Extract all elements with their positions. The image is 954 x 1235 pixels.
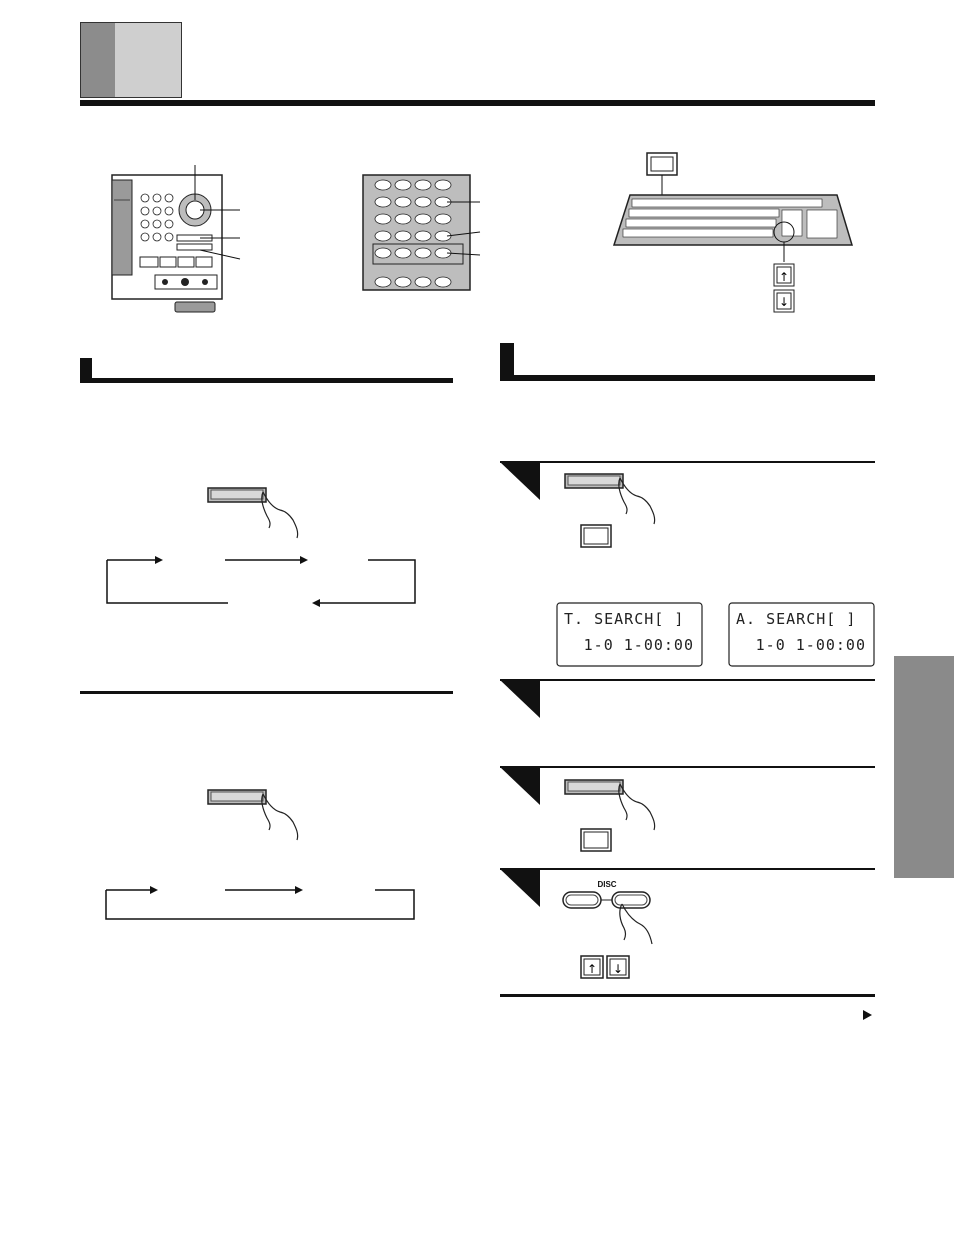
sub-divider — [80, 691, 453, 694]
step-rule — [500, 679, 875, 681]
display-line1: A. SEARCH[ ] — [736, 610, 856, 628]
heading-marker — [500, 343, 514, 379]
hand-press-icon — [564, 473, 656, 525]
cycle-diagram-1 — [106, 556, 416, 607]
step-rule — [500, 461, 875, 463]
step-marker-2 — [500, 680, 540, 718]
svg-text:↓: ↓ — [613, 962, 623, 976]
svg-text:↑: ↑ — [587, 962, 597, 976]
keyboard-key-icon — [580, 828, 612, 852]
bottom-rule — [500, 994, 875, 997]
left-section-heading — [80, 358, 453, 384]
right-section-heading — [500, 343, 875, 383]
keyboard-icon: ↑ ↓ — [612, 152, 854, 313]
svg-text:↑: ↑ — [779, 270, 789, 284]
display-line1: T. SEARCH[ ] — [564, 610, 684, 628]
display-line2: 1-0 1-00:00 — [584, 636, 694, 654]
heading-rule — [500, 375, 875, 381]
step-marker-4 — [500, 869, 540, 907]
display-line2: 1-0 1-00:00 — [756, 636, 866, 654]
hand-press-icon — [207, 789, 299, 841]
svg-text:↓: ↓ — [779, 295, 789, 309]
disc-label: DISC — [597, 880, 616, 889]
display-track-search: T. SEARCH[ ] 1-0 1-00:00 — [556, 602, 703, 667]
front-panel-illustration — [111, 165, 241, 313]
up-arrow-key-icon: ↑ — [580, 955, 604, 979]
heading-rule — [80, 378, 453, 383]
heading-marker — [80, 358, 92, 378]
side-tab — [894, 656, 954, 878]
step-marker-1 — [500, 462, 540, 500]
chapter-tab-dark — [81, 23, 115, 97]
keyboard-key-icon — [580, 524, 612, 548]
remote-illustration — [362, 174, 481, 291]
step-rule — [500, 868, 875, 870]
disc-button-pair-icon: DISC — [562, 880, 653, 945]
continue-arrow-icon — [863, 1010, 872, 1020]
hand-press-icon — [207, 487, 299, 539]
step-rule — [500, 766, 875, 768]
chapter-tab — [80, 22, 182, 98]
header-rule — [80, 100, 875, 106]
hand-press-icon — [564, 779, 656, 831]
step-marker-3 — [500, 767, 540, 805]
down-arrow-key-icon: ↓ — [606, 955, 630, 979]
display-abs-search: A. SEARCH[ ] 1-0 1-00:00 — [728, 602, 875, 667]
cycle-diagram-2 — [105, 886, 415, 920]
